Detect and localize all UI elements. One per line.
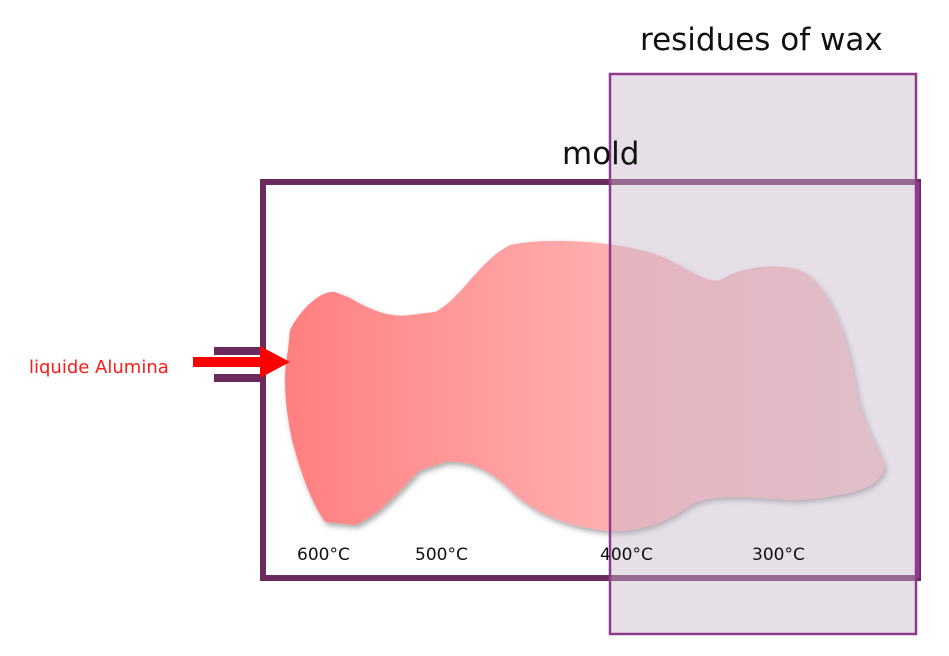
wax-residue-box bbox=[608, 72, 918, 636]
temp-label-600: 600°C bbox=[297, 545, 350, 565]
temp-label-400: 400°C bbox=[600, 545, 653, 565]
temp-label-300: 300°C bbox=[752, 545, 805, 565]
inlet-arrow-head bbox=[260, 346, 290, 378]
mold-label: mold bbox=[562, 136, 640, 172]
inlet-channel-bottom bbox=[214, 374, 266, 382]
inlet-label: liquide Alumina bbox=[29, 357, 169, 378]
temp-label-500: 500°C bbox=[415, 545, 468, 565]
wax-label: residues of wax bbox=[640, 22, 883, 58]
inlet-channel-top bbox=[214, 347, 266, 355]
inlet-arrow-shaft bbox=[193, 357, 263, 367]
molten-alumina-shape bbox=[285, 240, 885, 531]
